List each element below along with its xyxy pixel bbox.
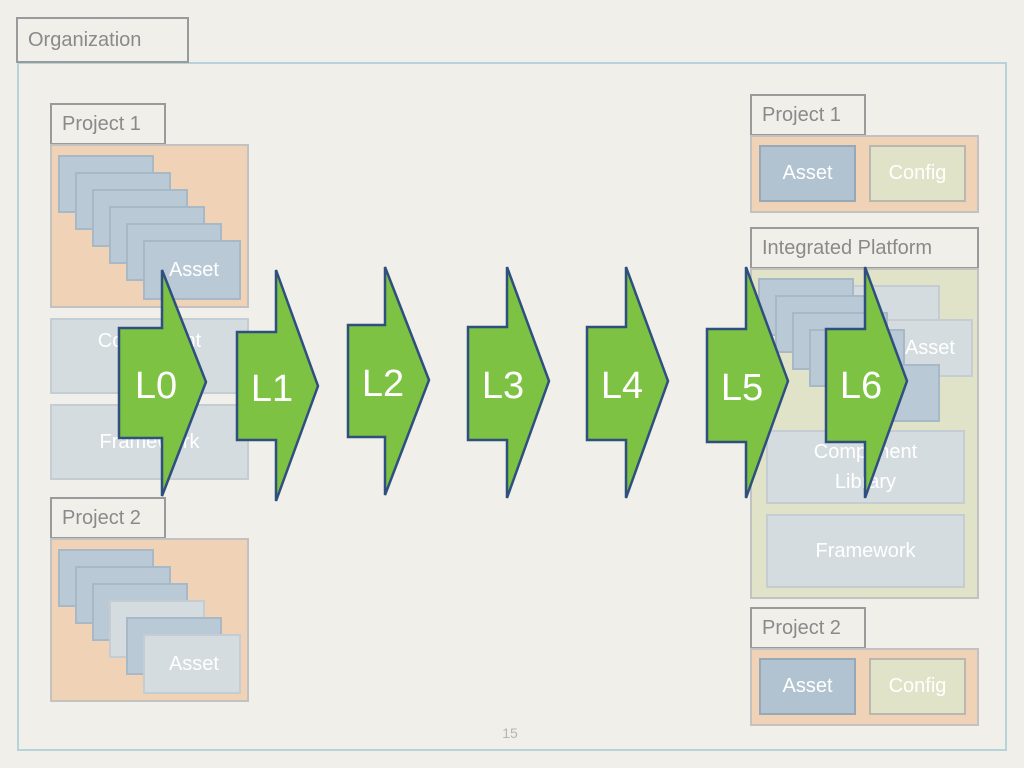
level-label-l6: L6: [840, 365, 882, 407]
level-arrow-l5: L5: [705, 266, 790, 499]
right-p1-asset: Asset: [759, 145, 856, 202]
right-project2-label: Project 2: [750, 607, 866, 649]
level-label-l0: L0: [135, 365, 177, 407]
organization-label: Organization: [16, 17, 189, 63]
level-label-l5: L5: [721, 367, 763, 409]
level-label-l4: L4: [601, 365, 643, 407]
left-p2-asset-card: Asset: [143, 634, 241, 694]
platform-framework: Framework: [766, 514, 965, 588]
organization-frame: [17, 62, 1007, 751]
level-arrow-l1: L1: [235, 269, 320, 502]
left-project1-label: Project 1: [50, 103, 166, 145]
page-number: 15: [502, 725, 518, 741]
level-label-l2: L2: [362, 363, 404, 405]
right-project1-label: Project 1: [750, 94, 866, 136]
level-label-l3: L3: [482, 365, 524, 407]
left-p1-asset-card: Asset: [143, 240, 241, 300]
level-arrow-l6: L6: [824, 266, 909, 499]
level-arrow-l3: L3: [466, 266, 551, 499]
level-arrow-l4: L4: [585, 266, 670, 499]
right-p2-config: Config: [869, 658, 966, 715]
right-p1-config: Config: [869, 145, 966, 202]
right-p2-asset: Asset: [759, 658, 856, 715]
level-arrow-l0: L0: [117, 269, 208, 497]
level-arrow-l2: L2: [346, 266, 431, 496]
integrated-platform-label: Integrated Platform: [750, 227, 979, 269]
left-project2-label: Project 2: [50, 497, 166, 539]
level-label-l1: L1: [251, 368, 293, 410]
